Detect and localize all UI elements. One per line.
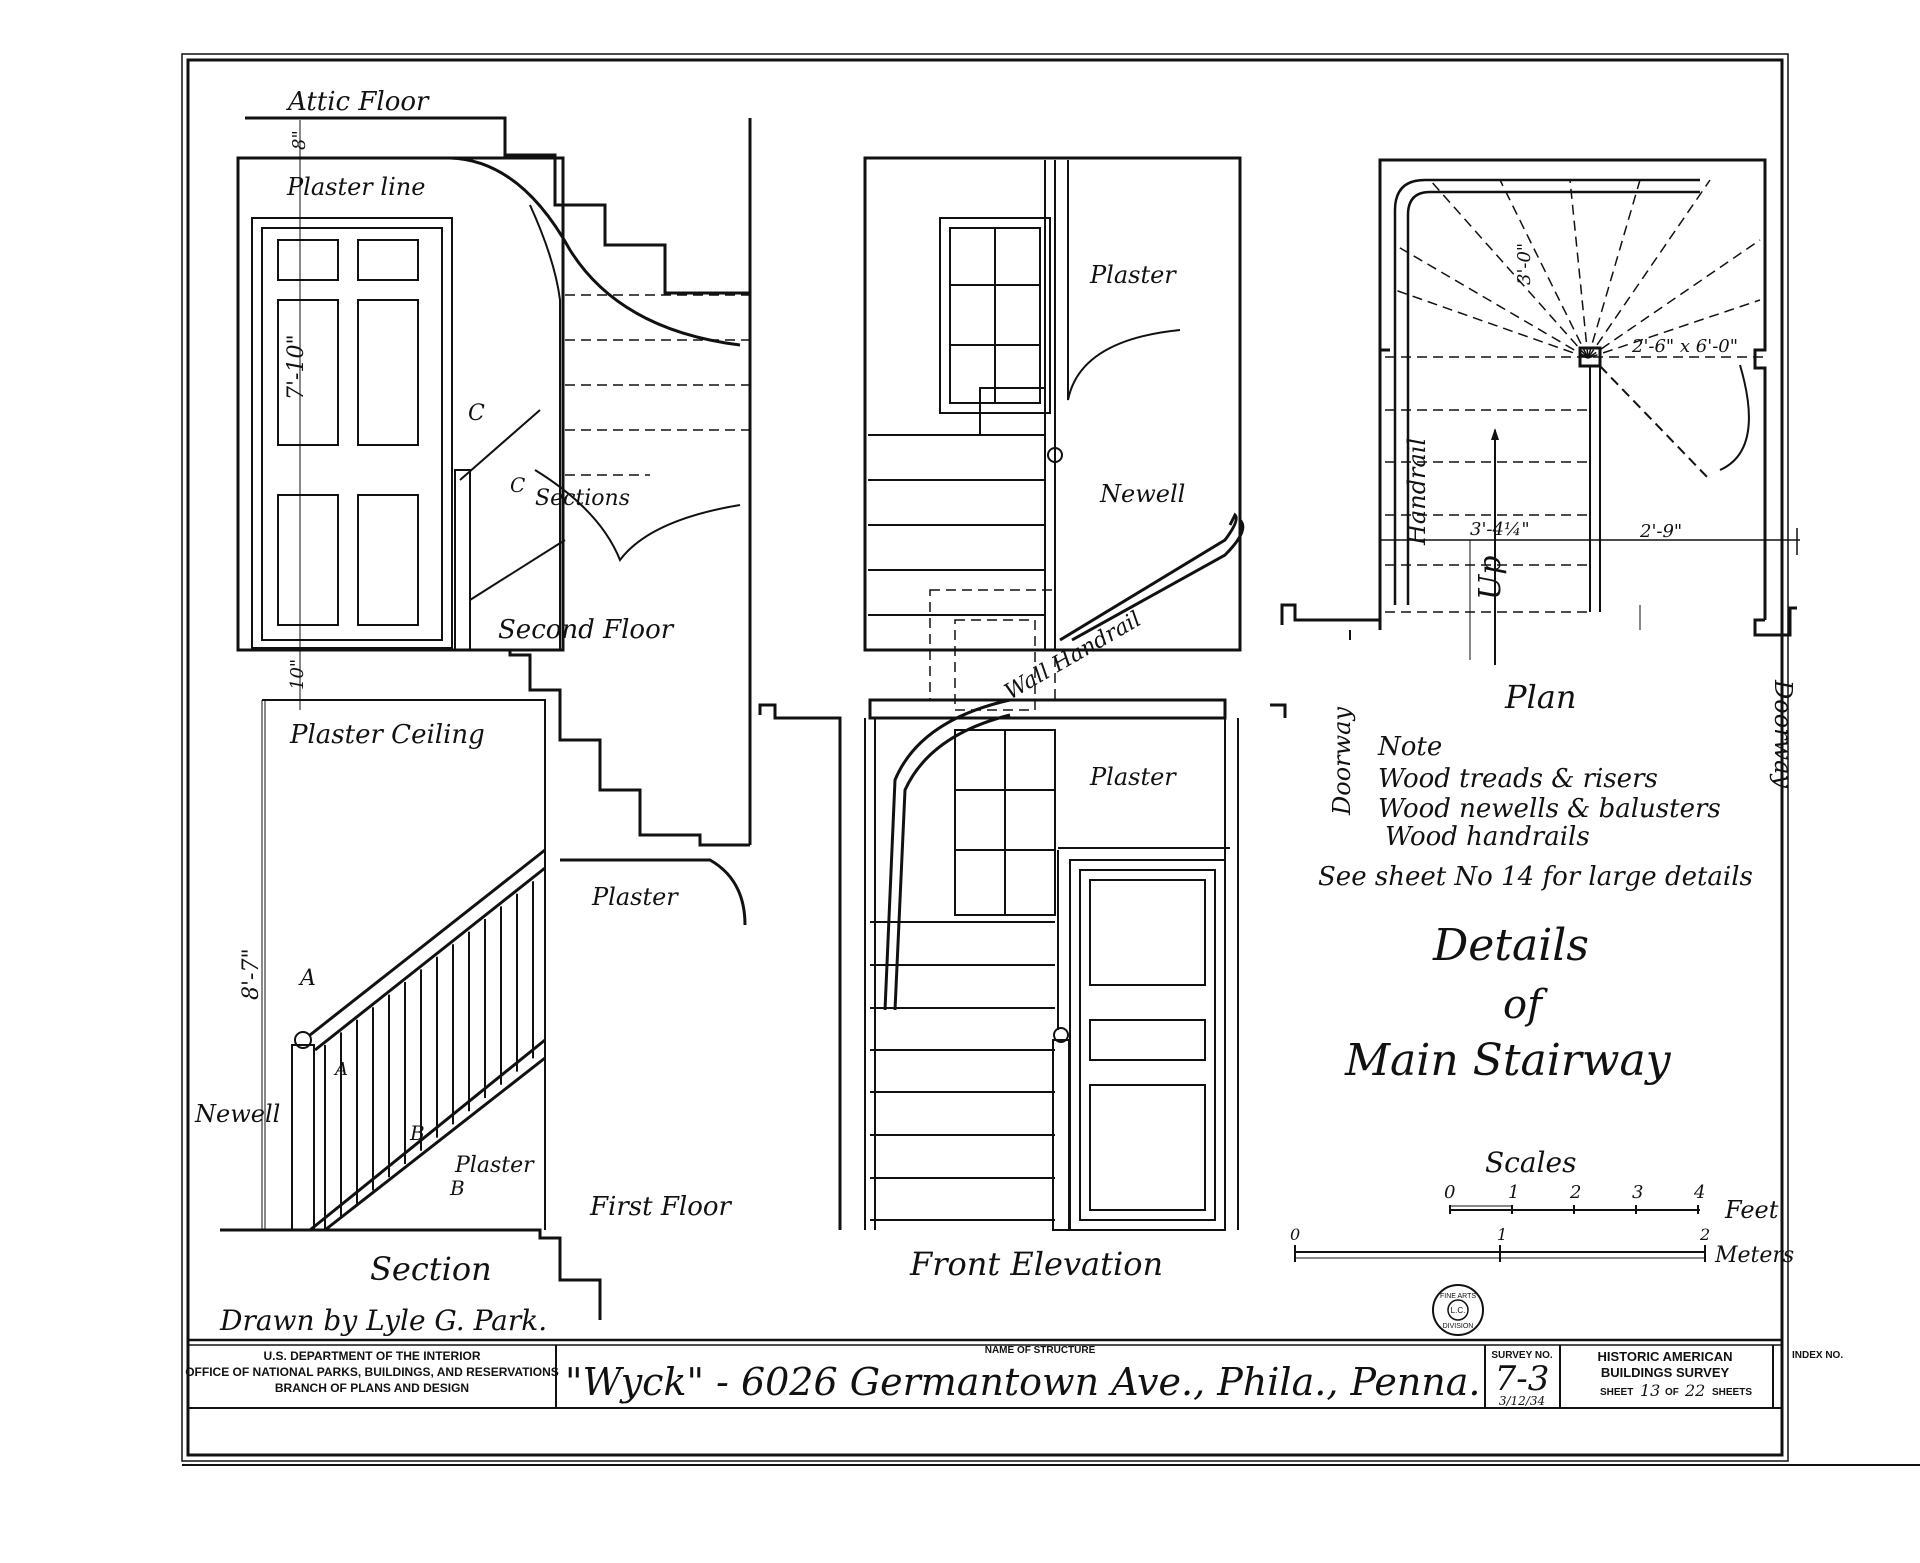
plaster-line-label: Plaster line xyxy=(286,173,425,201)
plaster-label-section: Plaster xyxy=(591,883,679,911)
dim-8in: 8" xyxy=(289,130,310,150)
note-heading: Note xyxy=(1377,732,1442,762)
window-dim: 2'-6" x 6'-0" xyxy=(1631,336,1738,357)
dept-line-3: BRANCH OF PLANS AND DESIGN xyxy=(275,1381,469,1395)
winder-line xyxy=(1394,244,1589,359)
scale-bars xyxy=(1294,1205,1706,1262)
meter-tick: 1 xyxy=(1497,1225,1507,1244)
winder-line xyxy=(1499,179,1589,359)
feet-tick: 4 xyxy=(1693,1182,1705,1203)
winder-line xyxy=(1587,179,1711,359)
plaster-label-elev-2: Plaster xyxy=(1089,763,1177,791)
sections-label: Sections xyxy=(535,486,630,511)
note-line: Wood treads & risers xyxy=(1378,764,1658,794)
habs-line-1: HISTORIC AMERICAN xyxy=(1597,1349,1732,1364)
see-sheet-note: See sheet No 14 for large details xyxy=(1318,862,1753,892)
dim-2-9: 2'-9" xyxy=(1639,521,1682,542)
title-block xyxy=(188,1338,1782,1409)
up-label: Up xyxy=(1473,556,1508,601)
stamp-top: FINE ARTS xyxy=(1440,1293,1476,1300)
note-line: Wood newells & balusters xyxy=(1378,794,1721,824)
winder-line xyxy=(1587,239,1761,359)
inner-border xyxy=(186,58,1784,1457)
newell-label-section: Newell xyxy=(194,1100,280,1128)
plaster-ceiling-label: Plaster Ceiling xyxy=(289,720,485,750)
mark-c: C xyxy=(468,401,485,426)
outer-border xyxy=(181,53,1789,1462)
dept-line-1: U.S. DEPARTMENT OF THE INTERIOR xyxy=(263,1349,480,1363)
stamp-bottom: DIVISION xyxy=(1443,1323,1474,1330)
attic-floor-label: Attic Floor xyxy=(286,87,430,117)
meters-label: Meters xyxy=(1714,1243,1794,1268)
feet-tick: 1 xyxy=(1508,1182,1519,1203)
newell-label-elev: Newell xyxy=(1099,480,1185,508)
doorway-right-label: Doorway xyxy=(1769,679,1797,788)
sheet-total: 22 xyxy=(1684,1381,1705,1400)
habs-line-2: BUILDINGS SURVEY xyxy=(1601,1365,1730,1380)
survey-label: SURVEY NO. xyxy=(1491,1350,1553,1361)
lc-stamp: FINE ARTS L.C. DIVISION xyxy=(1432,1284,1484,1336)
height-dim: 8'-7" xyxy=(239,948,264,1000)
second-floor-label: Second Floor xyxy=(498,615,675,645)
feet-tick: 3 xyxy=(1632,1182,1643,1203)
mark-b: B xyxy=(409,1121,425,1145)
scales-title: Scales xyxy=(1485,1146,1576,1179)
index-label: INDEX NO. xyxy=(1792,1350,1843,1361)
drawn-by-label: Drawn by Lyle G. Park. xyxy=(219,1304,547,1337)
note-line: Wood handrails xyxy=(1385,822,1590,852)
sheet-word: SHEET xyxy=(1600,1387,1633,1398)
dept-line-2: OFFICE OF NATIONAL PARKS, BUILDINGS, AND… xyxy=(185,1365,559,1379)
plaster-b-label: Plaster xyxy=(454,1153,535,1178)
plan-drawing xyxy=(1280,158,1800,665)
sheets-word: SHEETS xyxy=(1712,1387,1752,1398)
dim-3-0: 3'-0" xyxy=(1514,243,1535,285)
door-height-dim: 7'-10" xyxy=(284,334,309,400)
main-title-line: Details xyxy=(1432,920,1589,971)
elevation-drawing xyxy=(758,156,1287,1231)
meter-tick: 0 xyxy=(1290,1225,1300,1244)
first-floor-label: First Floor xyxy=(589,1192,733,1222)
winder-line xyxy=(1394,289,1589,359)
name-of-structure-label: NAME OF STRUCTURE xyxy=(985,1345,1096,1356)
of-word: OF xyxy=(1665,1387,1679,1398)
mark-a-2: A xyxy=(333,1059,348,1080)
stamp-center: L.C. xyxy=(1451,1306,1466,1315)
wall-handrail-label: Wall Handrail xyxy=(1001,607,1146,705)
survey-date: 3/12/34 xyxy=(1499,1394,1545,1408)
winder-line xyxy=(1569,179,1589,359)
plaster-label-elev-1: Plaster xyxy=(1089,261,1177,289)
feet-tick: 0 xyxy=(1444,1182,1455,1203)
elevation-title: Front Elevation xyxy=(909,1245,1163,1283)
main-title-line: Main Stairway xyxy=(1344,1035,1672,1086)
winder-line xyxy=(1587,299,1761,359)
feet-label: Feet xyxy=(1724,1196,1779,1224)
winder-line xyxy=(1429,179,1589,359)
winder-line xyxy=(1587,179,1641,359)
feet-tick: 2 xyxy=(1569,1182,1581,1203)
dim-10in: 10" xyxy=(287,659,308,690)
meter-tick: 2 xyxy=(1699,1225,1710,1244)
dim-3-4: 3'-4¼" xyxy=(1470,519,1530,540)
plan-title: Plan xyxy=(1504,678,1576,716)
main-title-line: of xyxy=(1503,982,1548,1028)
handrail-label: Handrail xyxy=(1403,438,1431,546)
section-drawing xyxy=(220,116,752,1320)
survey-number: 7-3 xyxy=(1495,1359,1550,1399)
sheet-number: 13 xyxy=(1640,1381,1660,1400)
mark-c-2: C xyxy=(510,473,525,497)
mark-a: A xyxy=(298,966,316,991)
mark-b-2: B xyxy=(449,1176,465,1200)
section-title: Section xyxy=(370,1250,492,1288)
structure-name: "Wyck" - 6026 Germantown Ave., Phila., P… xyxy=(565,1360,1481,1404)
doorway-left-label: Doorway xyxy=(1328,707,1356,816)
